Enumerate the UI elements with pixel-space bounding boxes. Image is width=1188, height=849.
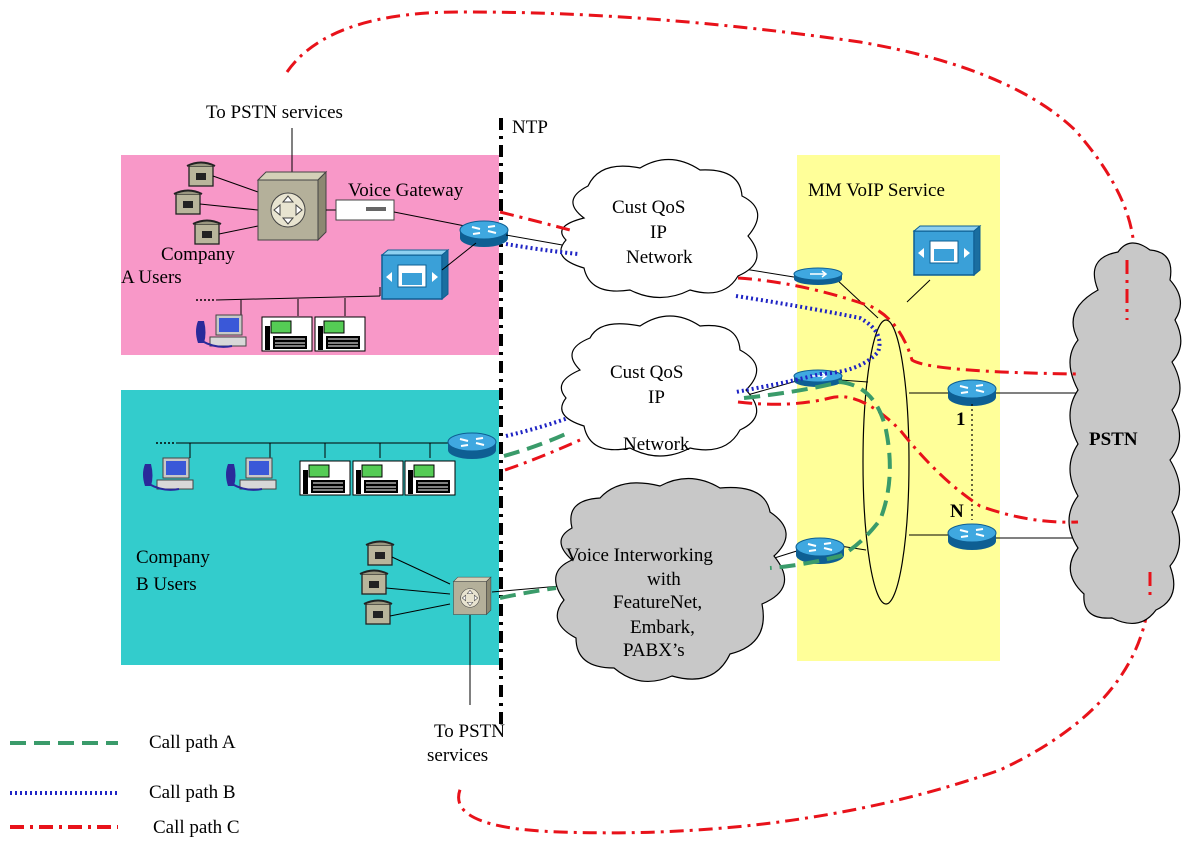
core-network-ring — [862, 319, 910, 605]
call-path-c-lines — [499, 210, 1152, 600]
company-b-users: Company B Users — [136, 432, 561, 705]
ip-phone-icon — [404, 460, 456, 496]
ip-phone-icon — [352, 460, 404, 496]
cloud-upper: Cust QoS IP Network — [560, 158, 759, 299]
pstn-services-top-label: To PSTN services — [206, 102, 343, 123]
gateway-n-label: N — [950, 501, 964, 522]
router-icon — [447, 432, 497, 460]
cloud-middle: Cust QoS IP Network — [560, 315, 758, 457]
phone-icon — [363, 599, 393, 625]
pbx-icon — [257, 171, 327, 241]
cloud-voice-line2: with — [647, 569, 681, 590]
ip-phone-icon — [314, 316, 366, 352]
pbx-icon — [453, 576, 492, 615]
pstn-services-bottom-line2: services — [427, 745, 488, 766]
switch-icon — [913, 225, 981, 276]
legend-label-c: Call path C — [153, 817, 240, 838]
company-b-panel — [121, 390, 499, 665]
cloud-voice-line4: Embark, — [630, 617, 695, 638]
ntp-label: NTP — [512, 117, 548, 138]
company-b-label-line1: Company — [136, 547, 210, 568]
legend: Call path A Call path B Call path C — [10, 732, 240, 838]
ip-phone-icon — [299, 460, 351, 496]
call-path-a-lines — [499, 379, 892, 600]
router-icon — [947, 523, 997, 551]
flat-router-icon — [793, 267, 843, 286]
switch-icon — [381, 249, 449, 300]
gateway-1-label: 1 — [956, 409, 966, 430]
cloud-upper-line1: Cust QoS — [612, 197, 685, 218]
cloud-middle-line3: Network — [623, 434, 690, 455]
call-path-b-lines — [505, 242, 882, 438]
company-b-label-line2: B Users — [136, 574, 197, 595]
pstn-cloud: PSTN — [1068, 242, 1182, 625]
company-a-label-line2: A Users — [121, 267, 182, 288]
voice-gateway-label: Voice Gateway — [348, 180, 464, 201]
voice-gateway-device — [335, 199, 395, 221]
phone-icon — [359, 569, 389, 595]
phone-icon — [192, 219, 222, 245]
company-a-users: Voice Gateway Company A Users — [121, 161, 509, 352]
cloud-middle-line2: IP — [648, 387, 665, 408]
router-icon — [947, 379, 997, 407]
mm-voip-service-label: MM VoIP Service — [808, 180, 945, 201]
pstn-label: PSTN — [1089, 429, 1138, 450]
legend-label-a: Call path A — [149, 732, 236, 753]
router-icon — [459, 220, 509, 248]
pstn-services-bottom-line1: To PSTN — [434, 721, 505, 742]
legend-label-b: Call path B — [149, 782, 236, 803]
call-path-c-outer-loop — [285, 10, 1152, 835]
phone-icon — [186, 161, 216, 187]
phone-icon — [365, 540, 395, 566]
company-a-label-line1: Company — [161, 244, 235, 265]
phone-icon — [173, 189, 203, 215]
ip-phone-icon — [261, 316, 313, 352]
cloud-voice-line1: Voice Interworking — [566, 545, 713, 566]
cloud-voice-interworking: Voice Interworking with FeatureNet, Emba… — [555, 477, 787, 682]
cloud-voice-line3: FeatureNet, — [613, 592, 702, 613]
cloud-upper-line2: IP — [650, 222, 667, 243]
cloud-upper-line3: Network — [626, 247, 693, 268]
router-icon — [795, 537, 845, 565]
cloud-voice-line5: PABX’s — [623, 640, 685, 661]
cloud-middle-line1: Cust QoS — [610, 362, 683, 383]
